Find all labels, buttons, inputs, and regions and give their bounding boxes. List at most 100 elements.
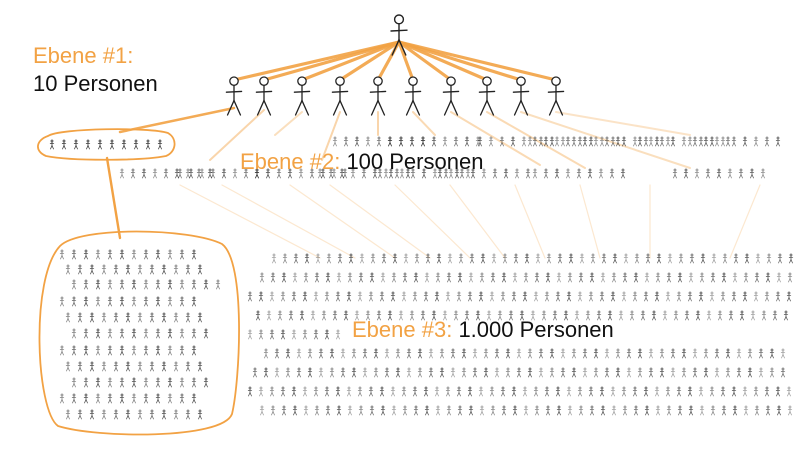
person-small bbox=[589, 405, 595, 416]
person-small bbox=[113, 409, 119, 420]
person-small bbox=[131, 377, 137, 388]
person-small bbox=[179, 296, 185, 307]
connection-lines bbox=[118, 40, 761, 259]
person-small bbox=[71, 328, 77, 339]
person-small bbox=[388, 168, 394, 179]
person-small bbox=[666, 272, 672, 283]
person-small bbox=[431, 310, 437, 321]
person-small bbox=[554, 168, 560, 179]
connection-line bbox=[105, 156, 122, 240]
person-small bbox=[491, 253, 497, 264]
person-small bbox=[370, 253, 376, 264]
person-small bbox=[291, 329, 297, 340]
person-small bbox=[722, 253, 728, 264]
person-small bbox=[71, 279, 77, 290]
person-small bbox=[376, 136, 382, 147]
person-small bbox=[601, 253, 607, 264]
person-small bbox=[254, 168, 260, 179]
person-small bbox=[632, 136, 638, 147]
person-small bbox=[351, 348, 357, 359]
person-small bbox=[179, 345, 185, 356]
person-small bbox=[161, 264, 167, 275]
person-small bbox=[191, 393, 197, 404]
connection-line bbox=[520, 111, 691, 169]
person-small bbox=[325, 272, 331, 283]
person-small bbox=[589, 272, 595, 283]
level-1-count: 10 Personen bbox=[33, 70, 158, 96]
person-small bbox=[446, 272, 452, 283]
person-small bbox=[670, 367, 676, 378]
person-small bbox=[401, 386, 407, 397]
person-small bbox=[632, 291, 638, 302]
person-small bbox=[775, 291, 781, 302]
person-small bbox=[753, 386, 759, 397]
person-small bbox=[714, 367, 720, 378]
person-small bbox=[149, 409, 155, 420]
person-small bbox=[464, 136, 470, 147]
person-small bbox=[179, 249, 185, 260]
person-small bbox=[566, 291, 572, 302]
person-small bbox=[196, 168, 202, 179]
person-small bbox=[167, 393, 173, 404]
person-small bbox=[340, 348, 346, 359]
person-small bbox=[461, 348, 467, 359]
person-small bbox=[692, 348, 698, 359]
person-small bbox=[409, 136, 415, 147]
level-2-count: 100 Personen bbox=[346, 149, 484, 174]
person-small bbox=[89, 264, 95, 275]
person-small bbox=[720, 136, 726, 147]
person-small bbox=[497, 310, 503, 321]
person-small bbox=[207, 168, 213, 179]
person-small bbox=[585, 310, 591, 321]
person-small bbox=[155, 345, 161, 356]
person-small bbox=[281, 405, 287, 416]
person-small bbox=[599, 291, 605, 302]
zoom-bubble bbox=[38, 230, 240, 436]
person-small bbox=[655, 405, 661, 416]
person-small bbox=[210, 168, 216, 179]
person-small bbox=[600, 405, 606, 416]
person-small bbox=[390, 386, 396, 397]
person-small bbox=[747, 348, 753, 359]
person-small bbox=[137, 312, 143, 323]
person-small bbox=[83, 279, 89, 290]
level-2-label: Ebene #2: 100 Personen bbox=[240, 148, 483, 176]
person-small bbox=[432, 168, 438, 179]
person-small bbox=[684, 310, 690, 321]
person-small bbox=[446, 405, 452, 416]
person-small bbox=[161, 312, 167, 323]
person-small bbox=[71, 249, 77, 260]
person-small bbox=[567, 405, 573, 416]
person-small bbox=[670, 348, 676, 359]
person-small bbox=[577, 136, 583, 147]
person-small bbox=[703, 367, 709, 378]
person-small bbox=[101, 409, 107, 420]
person-small bbox=[523, 405, 529, 416]
person-small bbox=[339, 168, 345, 179]
person-small bbox=[560, 136, 566, 147]
person-small bbox=[89, 409, 95, 420]
person-small bbox=[470, 168, 476, 179]
level-1-person bbox=[547, 76, 565, 116]
person-small bbox=[459, 168, 465, 179]
level-1-person bbox=[225, 76, 243, 116]
person-small bbox=[77, 312, 83, 323]
person-small bbox=[534, 272, 540, 283]
person-small bbox=[313, 291, 319, 302]
person-small bbox=[556, 405, 562, 416]
person-small bbox=[59, 249, 65, 260]
person-small bbox=[119, 249, 125, 260]
person-small bbox=[343, 136, 349, 147]
person-small bbox=[269, 329, 275, 340]
person-small bbox=[457, 272, 463, 283]
connection-line bbox=[450, 111, 541, 166]
person-small bbox=[336, 272, 342, 283]
person-small bbox=[101, 361, 107, 372]
person-small bbox=[259, 405, 265, 416]
level-3-count: 1.000 Personen bbox=[458, 317, 614, 342]
person-small bbox=[659, 367, 665, 378]
person-small bbox=[450, 348, 456, 359]
person-small bbox=[280, 329, 286, 340]
person-small bbox=[247, 386, 253, 397]
person-small bbox=[777, 253, 783, 264]
